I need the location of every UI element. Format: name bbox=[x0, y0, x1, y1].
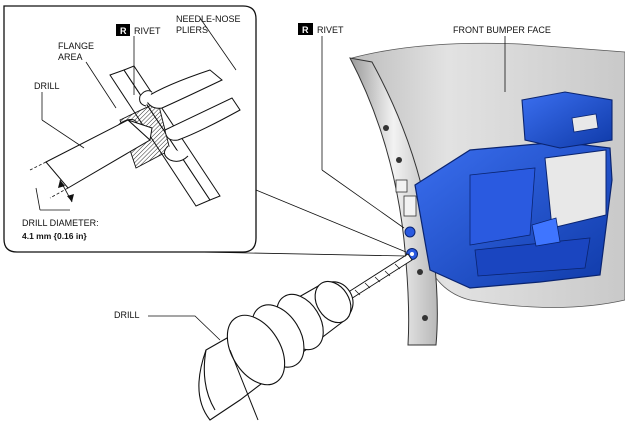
flange-clip bbox=[403, 195, 417, 217]
main-rivet-label: R RIVET bbox=[298, 23, 344, 35]
blue-bracket bbox=[414, 91, 613, 289]
flange-hole bbox=[383, 125, 389, 131]
svg-text:R: R bbox=[302, 25, 309, 35]
needle-nose-label-line1: NEEDLE-NOSE bbox=[176, 14, 241, 24]
inset-rivet-label: R RIVET bbox=[116, 24, 161, 36]
front-bumper-face-label: FRONT BUMPER FACE bbox=[453, 25, 551, 35]
front-bumper-illustration bbox=[148, 36, 625, 421]
main-rivet-badge bbox=[298, 23, 313, 35]
flange-hole bbox=[396, 157, 402, 163]
svg-text:R: R bbox=[120, 26, 127, 36]
needle-nose-label-line2: PLIERS bbox=[176, 25, 208, 35]
flange-area-label-line1: FLANGE bbox=[58, 41, 94, 51]
inset-rivet-badge bbox=[116, 24, 130, 36]
inset-drill-label: DRILL bbox=[34, 81, 60, 91]
drill-diameter-dimension bbox=[35, 179, 74, 211]
bumper-flange-strip bbox=[349, 57, 438, 346]
flange-hole bbox=[417, 269, 423, 275]
inset-drill-bit bbox=[29, 119, 153, 199]
flange-area-label-line2: AREA bbox=[58, 52, 83, 62]
main-rivet-text: RIVET bbox=[317, 25, 344, 35]
inset-needle-nose-pliers bbox=[139, 17, 241, 162]
power-drill bbox=[198, 280, 354, 421]
flange-clip bbox=[395, 179, 408, 193]
flange-hole bbox=[422, 315, 428, 321]
drill-diameter-label: DRILL DIAMETER: bbox=[22, 218, 99, 228]
rivet-upper bbox=[404, 226, 416, 238]
drill-diameter-value: 4.1 mm {0.16 in} bbox=[22, 231, 87, 241]
main-drill-label: DRILL bbox=[114, 310, 140, 320]
inset-rivet-text: RIVET bbox=[134, 26, 161, 36]
inset-detail bbox=[3, 5, 407, 257]
